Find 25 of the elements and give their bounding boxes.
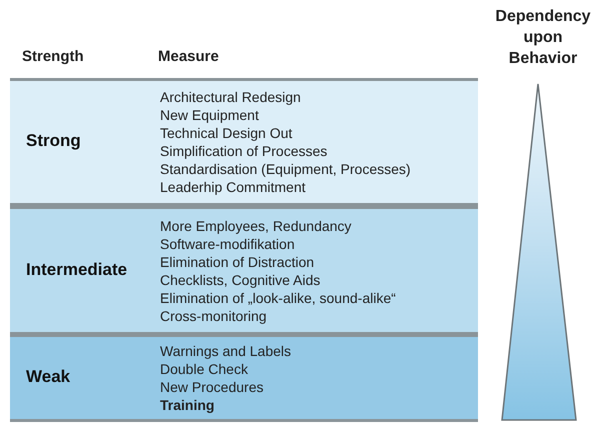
strength-band	[10, 334, 478, 422]
triangle-title: Dependency upon Behavior	[494, 7, 592, 69]
strength-level: Intermediate	[26, 260, 128, 280]
measure-item: Architectural Redesign	[160, 88, 301, 106]
measure-item: New Procedures	[160, 378, 264, 396]
strength-level: Weak	[26, 367, 70, 387]
measure-item: Checklists, Cognitive Aids	[160, 270, 320, 288]
strength-band	[10, 78, 478, 206]
measure-item: Elimination of „look-alike, sound-alike“	[160, 288, 396, 306]
measure-item: Simplification of Processes	[160, 142, 328, 160]
measure-item: Software-modifikation	[160, 234, 295, 252]
column-header: Measure	[158, 48, 219, 65]
measure-item: Warnings and Labels	[160, 342, 292, 360]
measure-item: Elimination of Distraction	[160, 252, 314, 270]
measure-item: Training	[160, 396, 214, 414]
strength-level: Strong	[26, 131, 81, 151]
strength-band	[10, 206, 478, 335]
measure-item: More Employees, Redundancy	[160, 216, 352, 234]
measure-item: Standardisation (Equipment, Processes)	[160, 160, 411, 178]
measure-item: Leaderhip Commitment	[160, 178, 306, 196]
measure-item: New Equipment	[160, 106, 259, 124]
column-header: Strength	[22, 48, 84, 65]
measure-item: Double Check	[160, 360, 248, 378]
measure-item: Technical Design Out	[160, 124, 292, 142]
measure-item: Cross-monitoring	[160, 306, 267, 324]
